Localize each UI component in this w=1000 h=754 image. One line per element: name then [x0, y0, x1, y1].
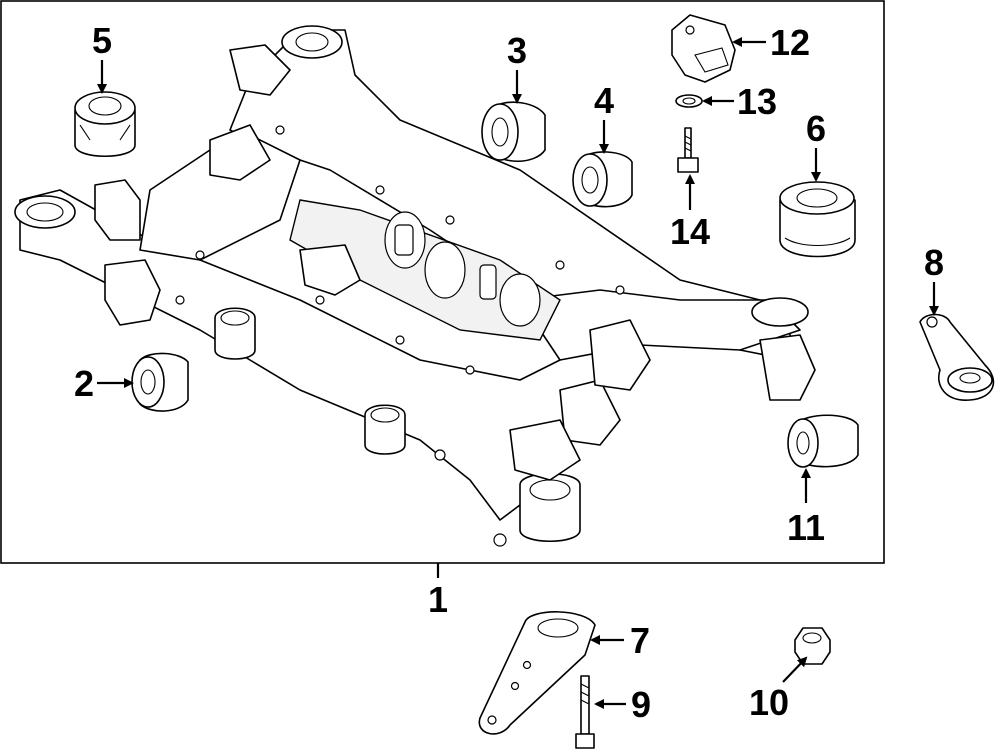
subframe-crossmember [14, 25, 816, 547]
callout-11: 11 [787, 507, 825, 548]
callout-7: 7 [630, 620, 650, 661]
bolt-part-14 [677, 127, 699, 173]
callout-12: 12 [770, 22, 810, 63]
callout-14: 14 [670, 211, 710, 252]
callout-6: 6 [806, 108, 826, 149]
bolt-part-9 [575, 675, 595, 749]
bushing-part-2 [131, 352, 189, 412]
link-bracket-part-7 [478, 611, 596, 735]
callout-1: 1 [428, 579, 448, 620]
washer-part-13 [675, 94, 703, 108]
callout-3: 3 [507, 30, 527, 71]
callout-9: 9 [631, 684, 651, 725]
callout-2: 2 [74, 363, 94, 404]
nut-part-10 [794, 627, 831, 665]
bushing-part-4 [572, 151, 633, 208]
bracket-part-12 [671, 14, 736, 83]
callout-lines [97, 37, 939, 709]
link-bracket-part-8 [919, 313, 995, 401]
bushing-part-5 [74, 91, 136, 158]
callout-8: 8 [924, 242, 944, 283]
callout-4: 4 [594, 80, 614, 121]
bushing-part-11 [787, 414, 859, 468]
callout-5: 5 [92, 20, 112, 61]
bushing-part-3 [481, 101, 546, 162]
callout-10: 10 [749, 682, 789, 723]
bushing-part-6 [779, 181, 856, 258]
callout-13: 13 [737, 81, 777, 122]
assembly-frame-border [0, 0, 885, 564]
